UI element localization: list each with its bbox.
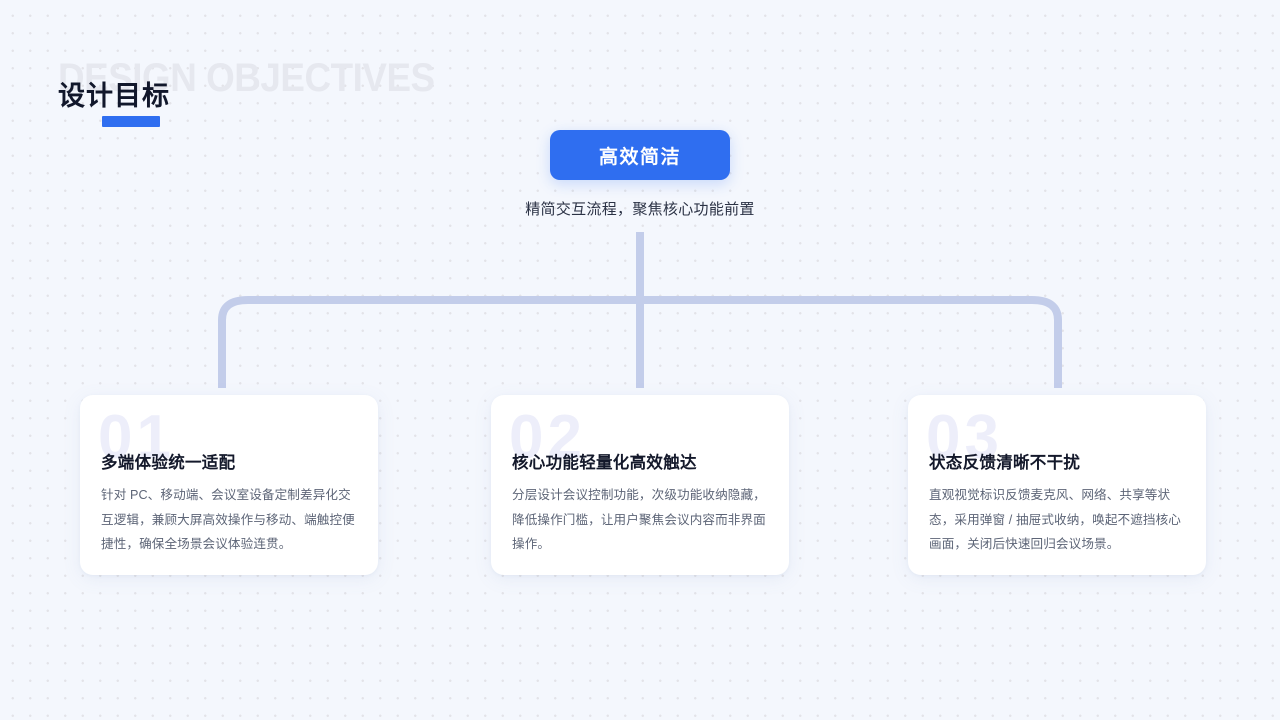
card-number-watermark: 01 xyxy=(98,403,175,472)
card-number-watermark: 03 xyxy=(926,403,1003,472)
card-title: 多端体验统一适配 xyxy=(101,454,236,472)
objective-card[interactable]: 01 多端体验统一适配 针对 PC、移动端、会议室设备定制差异化交互逻辑，兼顾大… xyxy=(80,395,378,575)
root-node-badge[interactable]: 高效简洁 xyxy=(550,130,730,180)
card-description: 针对 PC、移动端、会议室设备定制差异化交互逻辑，兼顾大屏高效操作与移动、端触控… xyxy=(101,488,355,552)
card-title: 状态反馈清晰不干扰 xyxy=(929,454,1081,472)
title-underline-bar xyxy=(102,116,160,127)
card-description: 分层设计会议控制功能，次级功能收纳隐藏，降低操作门槛，让用户聚焦会议内容而非界面… xyxy=(512,488,766,552)
card-description: 直观视觉标识反馈麦克风、网络、共享等状态，采用弹窗 / 抽屉式收纳，唤起不遮挡核… xyxy=(929,488,1181,552)
page-title-wrap: 设计目标 xyxy=(58,80,170,127)
root-node-label: 高效简洁 xyxy=(598,146,681,168)
card-number-watermark: 02 xyxy=(509,403,586,472)
objective-card[interactable]: 03 状态反馈清晰不干扰 直观视觉标识反馈麦克风、网络、共享等状态，采用弹窗 /… xyxy=(908,395,1206,575)
header-watermark-text: DESIGN OBJECTIVES xyxy=(58,56,435,100)
page-title: 设计目标 xyxy=(58,81,170,111)
objective-card[interactable]: 02 核心功能轻量化高效触达 分层设计会议控制功能，次级功能收纳隐藏，降低操作门… xyxy=(491,395,789,575)
card-title: 核心功能轻量化高效触达 xyxy=(512,454,697,472)
root-node-subtitle: 精简交互流程，聚焦核心功能前置 xyxy=(525,201,755,218)
page-header: DESIGN OBJECTIVES 设计目标 xyxy=(58,56,478,127)
